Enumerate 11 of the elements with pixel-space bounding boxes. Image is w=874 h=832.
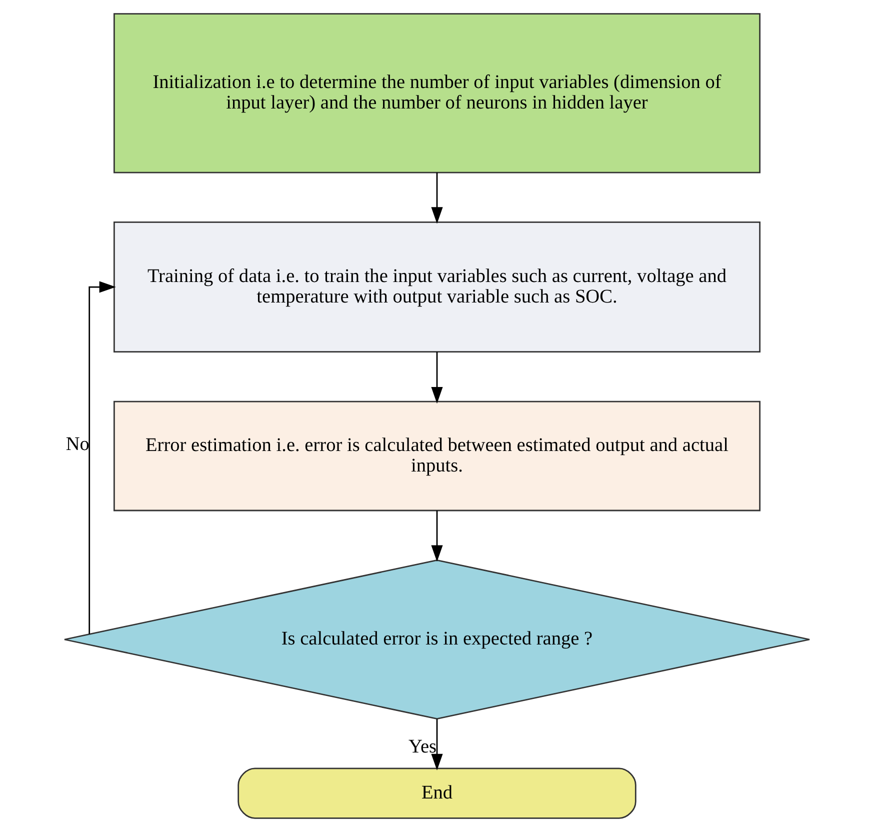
node-box: Error estimation i.e. error is calculated between estimated output and actual inputs. <box>114 400 761 512</box>
arrow <box>431 352 443 404</box>
arrow <box>431 719 443 770</box>
arrow <box>431 172 443 224</box>
node-box: Training of data i.e. to train the input variables such as current, voltage and temperature with output variable such as SOC. <box>114 221 761 353</box>
node-box: End <box>238 768 636 819</box>
arrow <box>88 281 116 634</box>
node-diamond: Is calculated error is in expected range ? <box>64 559 810 720</box>
arrow <box>431 510 443 562</box>
edge-label: Yes <box>408 736 437 758</box>
node-box: Initialization i.e to determine the number of input variables (dimension of input layer) and the number of neurons in hidden layer <box>114 13 761 174</box>
